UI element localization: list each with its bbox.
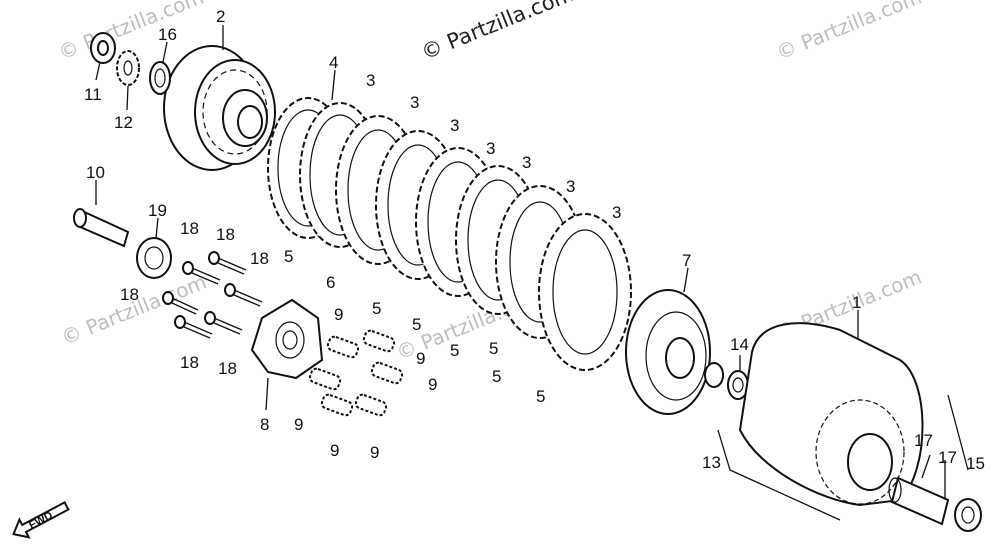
- label-part-13: 13: [702, 453, 721, 472]
- part-7-pressure-plate: [625, 289, 711, 415]
- part-12-lock-washer: [116, 50, 140, 86]
- label-part-9d: 9: [294, 415, 303, 434]
- part-1-clutch-outer: [738, 322, 924, 507]
- label-part-18d: 18: [120, 285, 139, 304]
- label-part-18f: 18: [218, 359, 237, 378]
- label-part-10: 10: [86, 163, 105, 182]
- label-part-12: 12: [114, 113, 133, 132]
- label-part-5a: 5: [284, 247, 293, 266]
- part-11-nut: [90, 32, 116, 64]
- label-part-1: 1: [852, 293, 861, 312]
- label-part-14: 14: [730, 335, 749, 354]
- label-part-6: 6: [326, 273, 335, 292]
- part-15-washer: [954, 498, 982, 532]
- label-part-5b: 5: [372, 299, 381, 318]
- callout-labels: 2 16 11 12 10 19 4 3 3 3 3 3 3 3 7 1 14 …: [84, 7, 985, 473]
- label-part-3e: 3: [522, 153, 531, 172]
- watermark-main: © Partzilla.com: [418, 0, 577, 65]
- label-part-7: 7: [682, 251, 691, 270]
- label-part-4: 4: [329, 53, 338, 72]
- label-part-17b: 17: [938, 448, 957, 467]
- label-part-18e: 18: [180, 353, 199, 372]
- label-part-2: 2: [216, 7, 225, 26]
- part-3-5-clutch-plates-stack: [267, 97, 632, 371]
- watermark-top-right: © Partzilla.com: [773, 0, 925, 65]
- label-part-3d: 3: [486, 139, 495, 158]
- part-16-thrust-washer: [149, 61, 171, 95]
- part-18-bolts: [162, 251, 263, 339]
- label-part-5f: 5: [492, 367, 501, 386]
- part-washer-small: [704, 362, 724, 388]
- label-part-16: 16: [158, 25, 177, 44]
- label-part-9e: 9: [330, 441, 339, 460]
- label-part-19: 19: [148, 201, 167, 220]
- label-part-18a: 18: [180, 219, 199, 238]
- label-part-9f: 9: [370, 443, 379, 462]
- part-17-bearing-collar: [888, 476, 950, 526]
- label-part-3f: 3: [566, 177, 575, 196]
- label-part-5c: 5: [412, 315, 421, 334]
- part-9-springs: [308, 329, 404, 417]
- part-8-lifter-plate: [250, 298, 324, 380]
- label-part-3g: 3: [612, 203, 621, 222]
- label-part-5g: 5: [536, 387, 545, 406]
- part-19-bearing: [136, 237, 172, 279]
- label-part-18b: 18: [216, 225, 235, 244]
- fwd-arrow: FWD: [12, 501, 70, 539]
- label-part-5e: 5: [489, 339, 498, 358]
- part-10-push-rod: [73, 208, 130, 248]
- leader-lines: [95, 25, 969, 521]
- part-2-clutch-center: [163, 45, 276, 171]
- label-part-15: 15: [966, 454, 985, 473]
- label-part-5d: 5: [450, 341, 459, 360]
- label-part-9a: 9: [334, 305, 343, 324]
- label-part-9b: 9: [416, 349, 425, 368]
- label-part-3c: 3: [450, 116, 459, 135]
- label-part-3b: 3: [410, 93, 419, 112]
- fwd-label: FWD: [27, 509, 55, 531]
- label-part-17a: 17: [914, 431, 933, 450]
- label-part-3a: 3: [366, 71, 375, 90]
- label-part-8: 8: [260, 415, 269, 434]
- label-part-9c: 9: [428, 375, 437, 394]
- label-part-18c: 18: [250, 249, 269, 268]
- label-part-11: 11: [84, 85, 102, 104]
